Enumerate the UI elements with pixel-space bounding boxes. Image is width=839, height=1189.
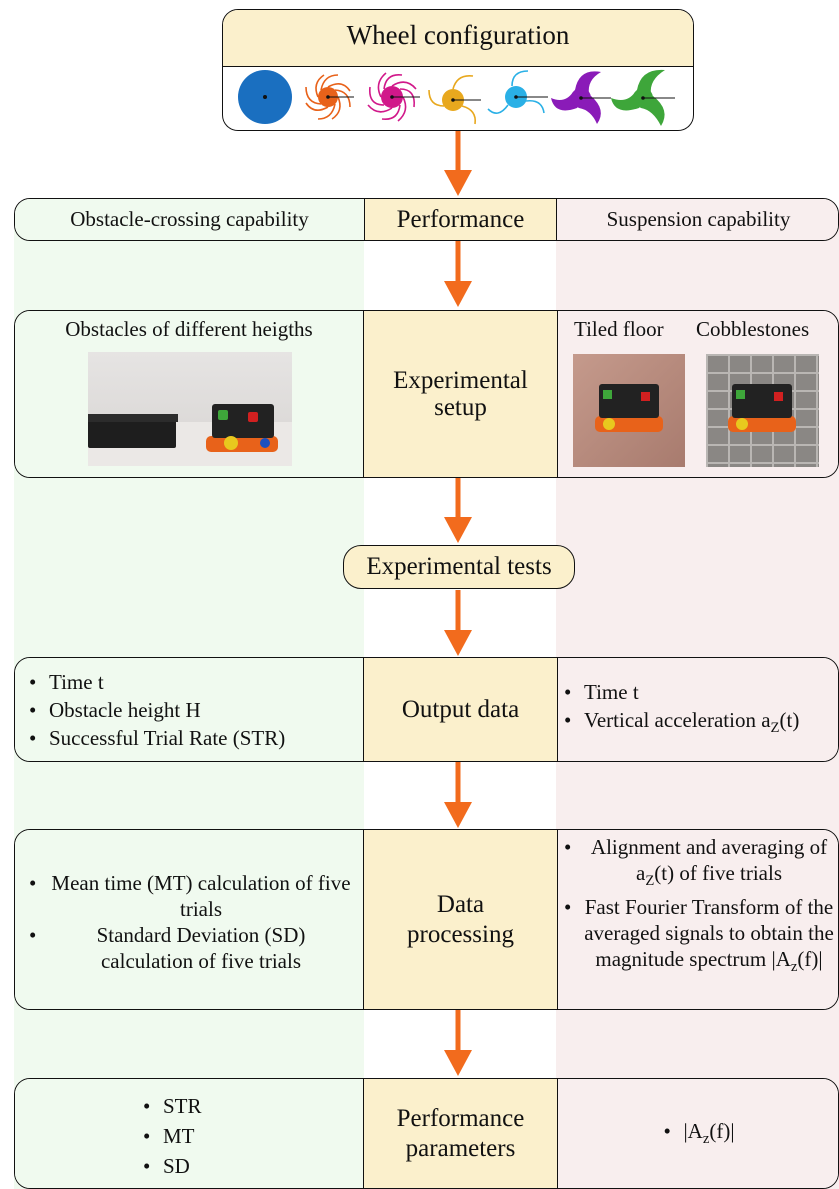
wheel-icons xyxy=(238,69,675,126)
list-item: |Az(f)| xyxy=(663,1119,734,1148)
params-right-cell: |Az(f)| xyxy=(557,1079,838,1188)
arrow-icon xyxy=(444,1010,472,1076)
setup-right-cell: Tiled floor Cobblestones xyxy=(557,311,838,477)
suspension-label: Suspension capability xyxy=(606,207,791,231)
performance-parameters-label: Performance parameters xyxy=(396,1104,525,1162)
processing-left-cell: Mean time (MT) calculation of five trial… xyxy=(15,830,364,1009)
cobblestones-label: Cobblestones xyxy=(696,317,810,341)
performance-parameters-row: STR MT SD Performance parameters |Az(f)| xyxy=(14,1078,839,1189)
experimental-setup-label: Experimental setup xyxy=(393,367,528,421)
list-item: Alignment and averaging of aZ(t) of five… xyxy=(564,834,834,894)
performance-label: Performance xyxy=(396,205,525,233)
arrow-icon xyxy=(444,762,472,828)
tiled-floor-label: Tiled floor xyxy=(574,317,664,341)
performance-center-cell: Performance xyxy=(364,199,557,240)
output-right-list: Time t Vertical acceleration aZ(t) xyxy=(564,678,838,742)
list-item: Mean time (MT) calculation of five trial… xyxy=(29,870,353,922)
list-item: Vertical acceleration aZ(t) xyxy=(564,706,838,742)
experimental-tests-box: Experimental tests xyxy=(343,545,575,589)
arrow-icon xyxy=(444,131,472,196)
hooked-spoke-wheel-cyan-icon xyxy=(487,70,548,114)
three-blade-wheel-purple-icon xyxy=(551,71,611,124)
tiled-floor-photo xyxy=(573,354,685,467)
output-data-row: Time t Obstacle height H Successful Tria… xyxy=(14,657,839,762)
output-data-label: Output data xyxy=(401,695,520,723)
list-item: Obstacle height H xyxy=(29,696,363,724)
setup-center-cell: Experimental setup xyxy=(364,311,557,477)
list-item: Successful Trial Rate (STR) xyxy=(29,724,363,752)
solid-disc-wheel-icon xyxy=(238,70,292,124)
wheel-configuration-header xyxy=(223,10,693,67)
hooked-spoke-wheel-yellow-icon xyxy=(428,74,481,125)
params-center-cell: Performance parameters xyxy=(364,1079,557,1188)
list-item: STR xyxy=(143,1091,363,1121)
spiral-spoke-wheel-orange-icon xyxy=(305,74,354,120)
arrow-icon xyxy=(444,590,472,656)
performance-right-cell: Suspension capability xyxy=(557,199,838,240)
output-center-cell: Output data xyxy=(364,658,557,761)
list-item: MT xyxy=(143,1121,363,1151)
setup-left-cell: Obstacles of different heigths xyxy=(15,311,364,477)
data-processing-label: Data processing xyxy=(407,890,514,948)
processing-left-list: Mean time (MT) calculation of five trial… xyxy=(29,870,353,974)
data-processing-row: Mean time (MT) calculation of five trial… xyxy=(14,829,839,1010)
params-left-list: STR MT SD xyxy=(143,1091,363,1181)
list-item: SD xyxy=(143,1151,363,1181)
list-item: Time t xyxy=(564,678,838,706)
params-left-cell: STR MT SD xyxy=(15,1079,364,1188)
list-item: Time t xyxy=(29,668,363,696)
spiral-spoke-wheel-magenta-icon xyxy=(367,72,420,122)
cobblestones-photo xyxy=(706,354,819,467)
list-item: Fast Fourier Transform of the averaged s… xyxy=(564,894,834,980)
obstacle-crossing-label: Obstacle-crossing capability xyxy=(70,207,309,231)
processing-right-cell: Alignment and averaging of aZ(t) of five… xyxy=(557,830,838,1009)
processing-center-cell: Data processing xyxy=(364,830,557,1009)
output-right-cell: Time t Vertical acceleration aZ(t) xyxy=(557,658,838,761)
experimental-setup-row: Obstacles of different heigths Experimen… xyxy=(14,310,839,478)
output-left-cell: Time t Obstacle height H Successful Tria… xyxy=(15,658,364,761)
three-blade-wheel-green-icon xyxy=(611,69,675,126)
list-item: Standard Deviation (SD) calculation of f… xyxy=(29,922,353,974)
obstacles-title: Obstacles of different heigths xyxy=(65,317,313,341)
wheel-configuration-title: Wheel configuration xyxy=(346,20,570,50)
obstacle-photo xyxy=(88,352,292,466)
output-left-list: Time t Obstacle height H Successful Tria… xyxy=(29,668,363,752)
experimental-tests-label: Experimental tests xyxy=(366,553,552,580)
wheel-configuration-box: Wheel configuration xyxy=(222,9,694,131)
performance-row: Obstacle-crossing capability Performance… xyxy=(14,198,839,241)
arrow-icon xyxy=(444,241,472,307)
performance-left-cell: Obstacle-crossing capability xyxy=(15,199,364,240)
arrow-icon xyxy=(444,478,472,543)
params-right-list: |Az(f)| xyxy=(663,1119,734,1148)
processing-right-list: Alignment and averaging of aZ(t) of five… xyxy=(564,834,834,980)
